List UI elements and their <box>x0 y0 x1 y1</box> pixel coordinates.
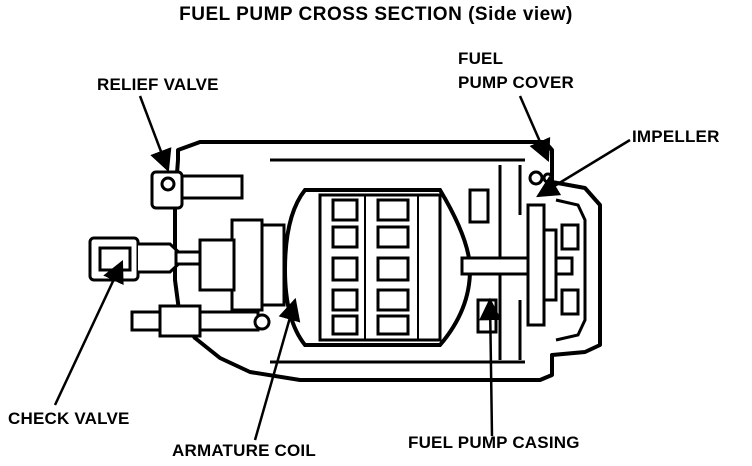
leader-arrows <box>53 95 631 441</box>
pump-cover <box>555 198 587 342</box>
armature <box>282 188 473 347</box>
terminal <box>130 304 271 338</box>
label-relief-valve: RELIEF VALVE <box>97 75 219 94</box>
label-fuel-pump-cover-line2: PUMP COVER <box>458 73 574 92</box>
diagram-title: FUEL PUMP CROSS SECTION (Side view) <box>179 4 573 25</box>
label-impeller: IMPELLER <box>632 127 720 146</box>
armature-coil-slots <box>331 198 410 336</box>
check-valve <box>88 236 202 282</box>
relief-valve <box>150 170 244 210</box>
label-fuel-pump-casing: FUEL PUMP CASING <box>408 433 580 452</box>
commutator <box>198 218 286 312</box>
label-check-valve: CHECK VALVE <box>8 409 130 428</box>
label-armature-coil: ARMATURE COIL <box>172 441 316 460</box>
label-fuel-pump-cover-line1: FUEL <box>458 49 504 68</box>
